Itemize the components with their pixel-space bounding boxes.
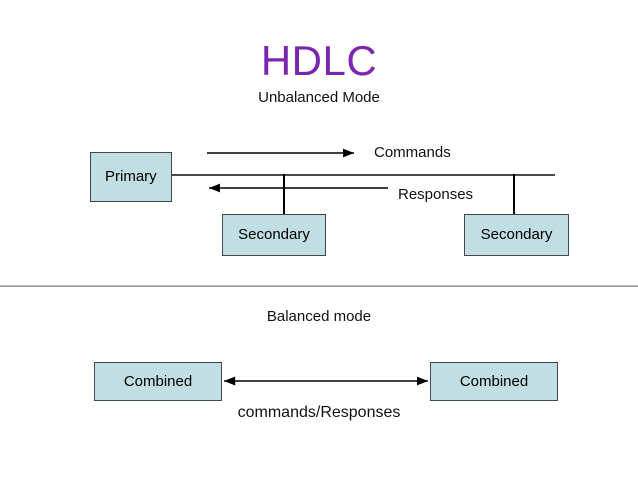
node-combined-1-label: Combined xyxy=(123,372,193,390)
node-secondary-1[interactable]: Secondary xyxy=(222,214,326,256)
responses-label: Responses xyxy=(398,186,474,203)
commands-responses-label: commands/Responses xyxy=(237,404,401,421)
node-secondary-1-label: Secondary xyxy=(238,226,310,243)
section-divider xyxy=(0,285,638,287)
balanced-mode-label: Balanced mode xyxy=(266,308,372,325)
node-secondary-2-label: Secondary xyxy=(480,226,553,243)
node-combined-1[interactable]: Combined xyxy=(94,362,222,401)
commands-label: Commands xyxy=(374,144,451,161)
node-secondary-2[interactable]: Secondary xyxy=(464,214,569,256)
node-primary[interactable]: Primary xyxy=(90,152,172,202)
page-title: HDLC xyxy=(260,37,378,84)
node-combined-2[interactable]: Combined xyxy=(430,362,558,401)
unbalanced-mode-label: Unbalanced Mode xyxy=(258,89,380,106)
drop-line-secondary-2 xyxy=(513,174,515,215)
drop-line-secondary-1 xyxy=(283,174,285,215)
node-combined-2-label: Combined xyxy=(459,372,529,390)
node-primary-label: Primary xyxy=(105,168,157,185)
bus-line xyxy=(172,174,555,176)
